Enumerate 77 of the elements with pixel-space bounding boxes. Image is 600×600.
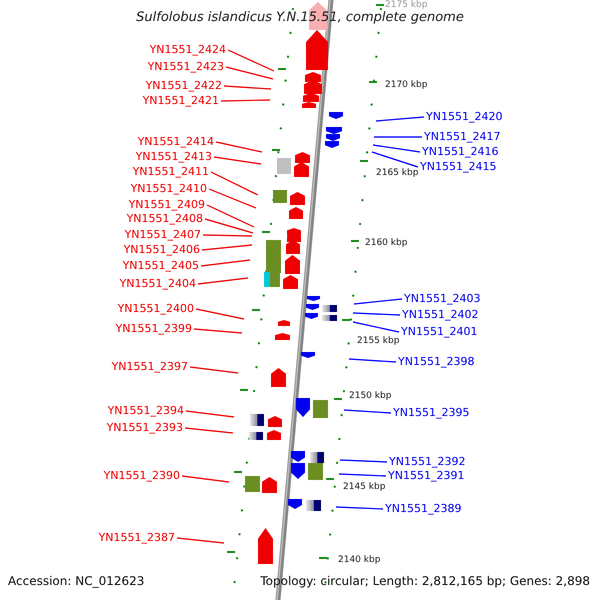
gene-label: YN1551_2417 [424, 130, 500, 143]
leader-line [204, 218, 254, 234]
gene-label: YN1551_2399 [116, 322, 192, 335]
leader-line [190, 366, 238, 374]
gene-label: YN1551_2413 [136, 150, 212, 163]
leader-line [340, 459, 388, 463]
gene-label: YN1551_2411 [132, 165, 209, 178]
leader-line [210, 171, 258, 196]
gene-label: YN1551_2391 [388, 469, 464, 482]
gene-label: YN1551_2420 [426, 110, 502, 123]
leader-line [372, 144, 420, 153]
leader-line [176, 537, 224, 544]
scale-label: 2160 kbp [365, 238, 408, 248]
gene-label: YN1551_2387 [98, 531, 175, 544]
gene-label: YN1551_2393 [106, 421, 183, 434]
gene-label: YN1551_2394 [108, 404, 184, 417]
leader-line [220, 99, 270, 102]
gene-label: YN1551_2401 [401, 325, 478, 338]
leader-line [194, 328, 242, 334]
gene-label: YN1551_2423 [148, 60, 224, 73]
scale-label: 2140 kbp [338, 555, 380, 565]
gene-label: YN1551_2410 [130, 182, 207, 195]
gene-label: YN1551_2400 [118, 302, 194, 315]
gene-label: YN1551_2415 [420, 160, 496, 173]
scale-label: 2150 kbp [349, 391, 392, 401]
gene-label: YN1551_2397 [112, 360, 188, 373]
scale-label: 2155 kbp [357, 336, 400, 346]
gene-label: YN1551_2403 [404, 292, 480, 305]
scale-label: 2165 kbp [376, 168, 418, 178]
gene-label: YN1551_2416 [422, 145, 498, 158]
leader-line [344, 409, 392, 414]
leader-line [352, 312, 400, 316]
leader-line [372, 151, 418, 168]
leader-line [214, 156, 262, 165]
gene-label: YN1551_2404 [120, 277, 196, 290]
leader-line [376, 116, 424, 122]
leader-line [198, 277, 248, 285]
leader-line [228, 49, 274, 72]
gene-label: YN1551_2409 [128, 198, 205, 211]
gene-label: YN1551_2395 [393, 406, 470, 419]
gene-label: YN1551_2392 [389, 455, 466, 468]
gene-label: YN1551_2422 [146, 79, 222, 92]
gene-label: YN1551_2390 [104, 469, 180, 482]
scale-label: 2170 kbp [385, 80, 428, 90]
leader-line [184, 427, 234, 434]
gene-label: YN1551_2406 [124, 243, 200, 256]
gene-label: YN1551_2424 [150, 43, 226, 56]
leader-line [374, 136, 422, 138]
leader-line [338, 473, 386, 477]
leader-line [186, 410, 234, 418]
gene-label: YN1551_2414 [138, 135, 214, 148]
leader-line [202, 234, 252, 237]
leader-line [196, 308, 244, 320]
gene-label: YN1551_2389 [385, 502, 462, 515]
gene-label: YN1551_2408 [126, 212, 203, 225]
genome-info-text: Topology: circular; Length: 2,812,165 bp; Genes: 2,898 [260, 574, 590, 588]
gene-label: YN1551_2407 [124, 228, 201, 241]
gene-label: YN1551_2421 [142, 94, 219, 107]
leader-line [354, 298, 402, 305]
leader-line [226, 66, 274, 80]
leader-line [208, 188, 256, 209]
gene-label: YN1551_2405 [122, 259, 199, 272]
scale-label: 2145 kbp [343, 482, 386, 492]
leader-line [206, 204, 254, 228]
leader-line [224, 85, 272, 90]
leader-line [202, 244, 252, 251]
title: Sulfolobus islandicus Y.N.15.51, complete genome [135, 10, 465, 25]
leader-line [182, 475, 230, 483]
leader-line [216, 141, 262, 153]
leader-line [336, 506, 384, 510]
leader-line [348, 358, 396, 363]
scale-label: 2175 kbp [385, 0, 428, 10]
gene-label: YN1551_2402 [402, 308, 478, 321]
leader-line [352, 321, 400, 333]
accession-text: Accession: NC_012623 [8, 574, 144, 588]
leader-line [200, 259, 250, 267]
gene-label: YN1551_2398 [398, 355, 474, 368]
